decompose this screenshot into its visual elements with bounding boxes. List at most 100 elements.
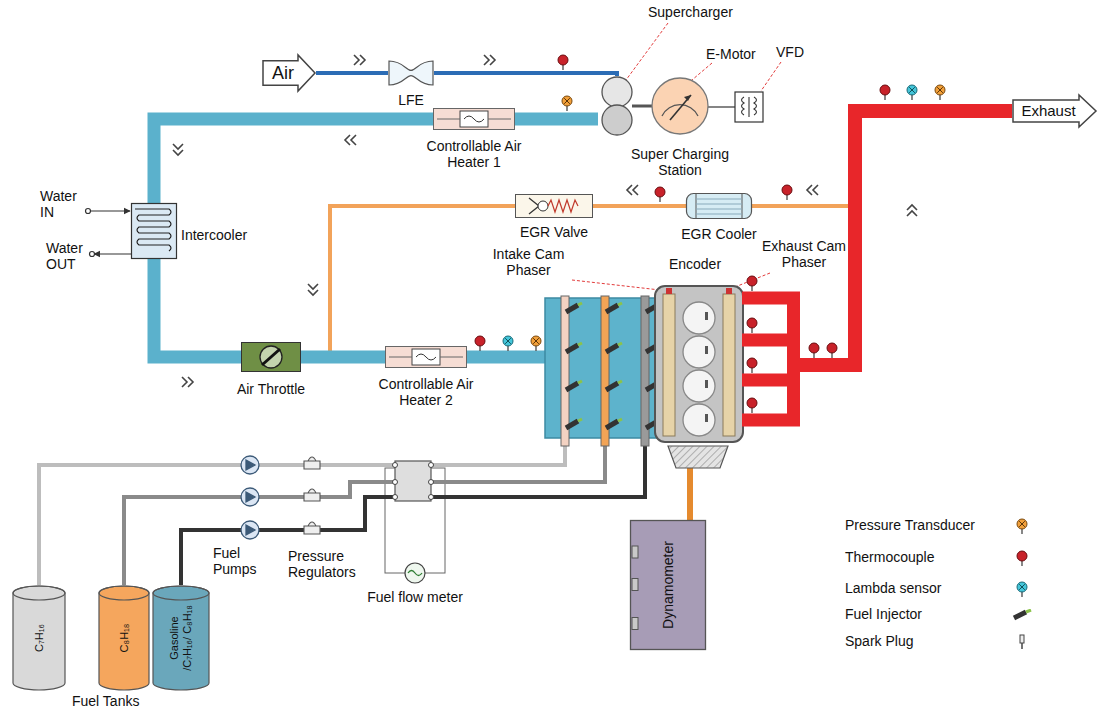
air-heater-shape-part bbox=[464, 116, 484, 122]
sensors-part bbox=[655, 187, 665, 202]
dynamometer-shape-part bbox=[632, 618, 638, 630]
egr-valve: EGR Valve bbox=[515, 194, 593, 218]
flow-chevrons-part bbox=[484, 55, 495, 65]
node-label: Intercooler bbox=[181, 227, 247, 243]
fuel-flow-meter-shape-part bbox=[393, 463, 398, 468]
fuel-pumps-part bbox=[246, 492, 255, 502]
supercharging-station-shape-part bbox=[652, 78, 708, 134]
part-label: VFD bbox=[776, 44, 804, 60]
pipe-connector bbox=[447, 446, 565, 465]
egr-valve-shape-part bbox=[538, 201, 548, 211]
egr-cooler-shape-part bbox=[696, 214, 742, 215]
vfd-symbol-part bbox=[708, 106, 735, 107]
flow-chevrons-part bbox=[354, 55, 365, 65]
legend-label: Lambda sensor bbox=[845, 580, 942, 596]
fuel-tank-shape-part bbox=[13, 586, 65, 690]
supercharging-station-shape bbox=[598, 76, 720, 142]
fuel-flow-meter-shape-part bbox=[393, 495, 398, 500]
port-label: Water IN bbox=[40, 188, 88, 220]
supercharging-station-shape-part bbox=[662, 105, 698, 116]
sensors-part bbox=[880, 85, 890, 100]
flow-element: LFE bbox=[388, 60, 434, 86]
egr-valve-shape bbox=[515, 194, 593, 218]
fuel-tank: C₈H₁₈ bbox=[98, 585, 150, 691]
engine-shape-part bbox=[606, 421, 618, 428]
egr-valve-shape-part bbox=[516, 195, 593, 218]
node-label: C₇H₁₆ bbox=[33, 598, 46, 678]
fuel-flow-meter-shape-part bbox=[395, 461, 431, 501]
fuel-flow-meter-shape bbox=[383, 460, 447, 585]
engine-shape-part bbox=[683, 404, 715, 436]
legend-sample-part bbox=[1017, 519, 1027, 534]
leader-lines bbox=[572, 23, 781, 290]
egr-cooler-shape-part bbox=[687, 194, 752, 219]
air-throttle-shape bbox=[241, 342, 301, 372]
node-label: Encoder bbox=[663, 256, 727, 272]
pipe-connector bbox=[515, 113, 598, 126]
sensors-part bbox=[935, 85, 945, 100]
node-label: Super Charging Station bbox=[628, 146, 732, 178]
engine-shape-part bbox=[566, 421, 578, 428]
air-heater-shape-part bbox=[434, 109, 515, 130]
legend-sample bbox=[1016, 550, 1028, 566]
legend-sample-part bbox=[1020, 635, 1024, 649]
flow-element-shape-part bbox=[389, 61, 433, 85]
fuel-tank-shape-part bbox=[153, 586, 209, 600]
part-label: Pressure Regulators bbox=[288, 548, 378, 580]
vfd-symbol-part bbox=[742, 97, 757, 117]
sensors-part bbox=[747, 398, 757, 413]
engine-shape-part bbox=[606, 383, 618, 390]
node-label: LFE bbox=[381, 92, 441, 108]
pipe-connector bbox=[154, 119, 433, 203]
pipe-connector bbox=[447, 446, 605, 482]
air-heater-shape-part bbox=[389, 357, 412, 358]
sensors-part bbox=[827, 343, 837, 358]
air-throttle-shape-part bbox=[262, 349, 280, 365]
fuel-tank-shape-part bbox=[99, 586, 149, 600]
sensors-part bbox=[782, 185, 792, 200]
legend-sample bbox=[1016, 581, 1028, 597]
pressure-regulators-part bbox=[304, 522, 320, 534]
inlet-arrow: Air bbox=[262, 54, 316, 92]
fuel-tank: C₇H₁₆ bbox=[12, 585, 66, 691]
leader-lines-part bbox=[626, 23, 668, 80]
engine-shape-part bbox=[566, 383, 578, 390]
engine-shape-part bbox=[683, 336, 715, 368]
vfd-symbol-part bbox=[735, 92, 763, 122]
dynamometer-shape-part bbox=[631, 521, 706, 650]
legend-label: Thermocouple bbox=[845, 549, 935, 565]
water-lines bbox=[86, 209, 132, 257]
supercharging-station-shape-part bbox=[670, 95, 691, 120]
sensors-part bbox=[475, 336, 485, 351]
fuel-pumps-part bbox=[241, 488, 259, 506]
pipe-connector bbox=[316, 71, 388, 75]
pressure-regulators-part bbox=[304, 457, 320, 469]
intercooler-shape bbox=[131, 203, 177, 259]
sensors-part bbox=[809, 343, 819, 358]
engine-shape-part bbox=[618, 343, 622, 345]
intercooler-shape-part bbox=[135, 209, 171, 251]
egr-cooler-shape bbox=[686, 193, 752, 219]
egr-cooler-shape-part bbox=[696, 209, 742, 210]
fuel-tank-shape-part bbox=[13, 586, 65, 600]
pipe-connector bbox=[39, 465, 383, 585]
engine-shape-part bbox=[787, 292, 800, 426]
flow-element-shape bbox=[388, 60, 434, 86]
engine-shape-part bbox=[578, 343, 582, 345]
outlet-arrow-shape-part bbox=[1013, 95, 1096, 127]
node-label: Air Throttle bbox=[216, 381, 326, 397]
legend-label: Fuel Injector bbox=[845, 606, 922, 622]
pipe-connector bbox=[467, 351, 545, 364]
engine-shape-part bbox=[666, 288, 672, 294]
node-label: Controllable Air Heater 1 bbox=[426, 138, 522, 170]
legend-sample bbox=[1012, 609, 1032, 621]
legend-sample-part bbox=[1017, 551, 1027, 566]
legend-label: Spark Plug bbox=[845, 633, 913, 649]
water-lines-part bbox=[94, 253, 131, 254]
supercharging-station-shape-part bbox=[684, 95, 691, 101]
air-heater-shape-part bbox=[412, 349, 440, 365]
engine-shape-part bbox=[641, 296, 649, 446]
engine-shape-part bbox=[726, 288, 732, 294]
air-heater-shape bbox=[385, 346, 467, 368]
engine-shape-part bbox=[618, 419, 622, 421]
